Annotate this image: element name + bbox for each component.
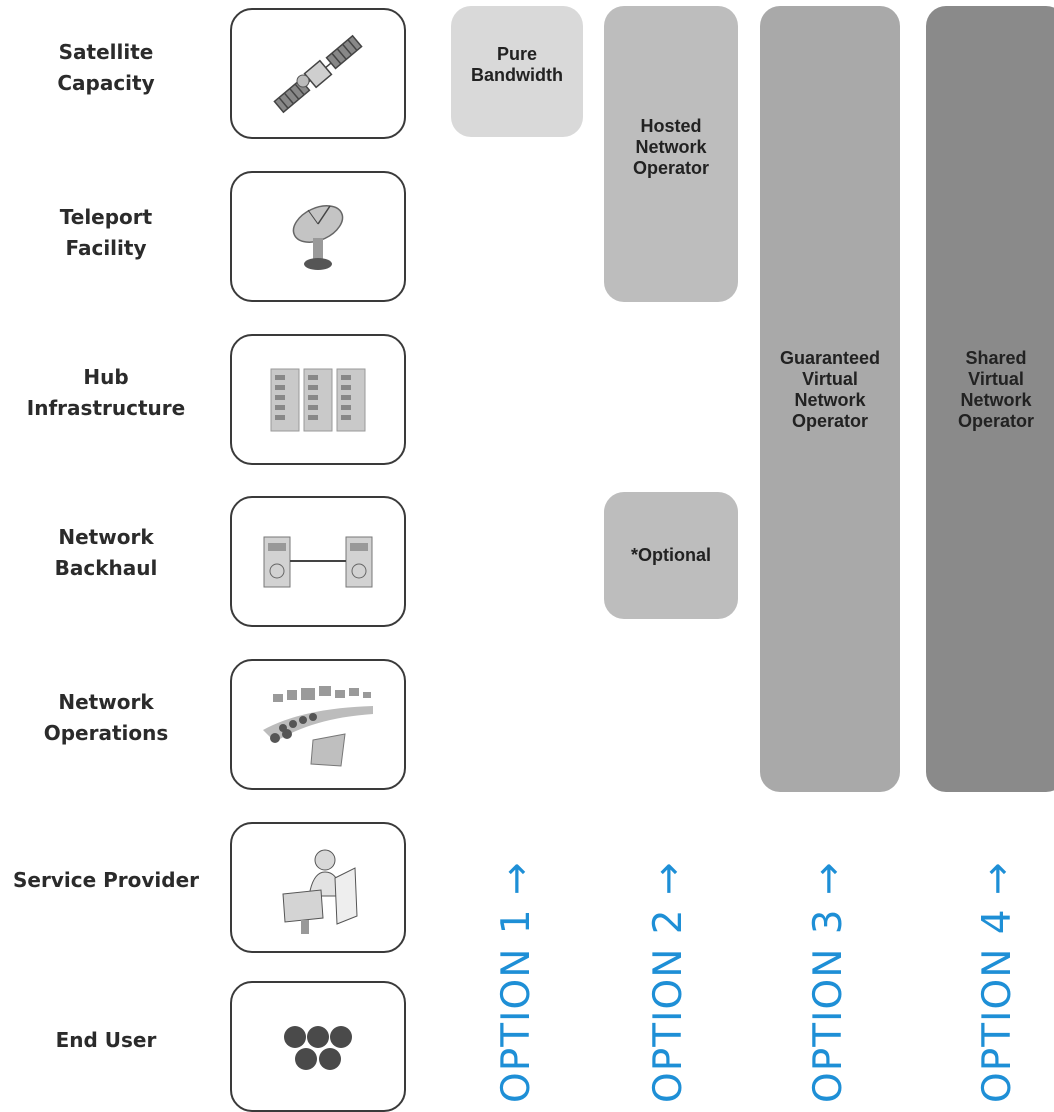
operator-workstation-icon-box xyxy=(230,822,406,953)
guaranteed-virtual-network-operator-block: Guaranteed Virtual Network Operator xyxy=(760,6,900,792)
row-label-satellite-capacity: Satellite Capacity xyxy=(57,40,155,95)
option-2-label: OPTION 2 → xyxy=(646,861,691,1103)
optional-block: *Optional xyxy=(604,492,738,619)
row-label-network-operations: Network Operations xyxy=(43,690,169,745)
pure-bandwidth-block: Pure Bandwidth xyxy=(451,6,583,137)
shared-virtual-network-operator-block: Shared Virtual Network Operator xyxy=(926,6,1054,792)
option-4-label-wrap: OPTION 4 → xyxy=(975,803,1035,1103)
option-1-label-wrap: OPTION 1 → xyxy=(494,803,554,1103)
users-icon-box xyxy=(230,981,406,1112)
option-2-label-wrap: OPTION 2 → xyxy=(646,803,706,1103)
row-label-network-backhaul: Network Backhaul xyxy=(54,525,158,580)
option-4-label: OPTION 4 → xyxy=(975,861,1020,1103)
option-1-label: OPTION 1 → xyxy=(494,861,539,1103)
satellite-icon-box xyxy=(230,8,406,139)
server-racks-icon-box xyxy=(230,334,406,465)
network-link-icon-box xyxy=(230,496,406,627)
users-icon xyxy=(284,1025,352,1070)
satellite-dish-icon xyxy=(292,204,344,270)
row-label-service-provider: Service Provider xyxy=(12,868,199,892)
server-racks-icon xyxy=(270,368,366,431)
network-link-icon xyxy=(263,536,373,587)
row-label-end-user: End User xyxy=(55,1028,157,1052)
hosted-network-operator-block: Hosted Network Operator xyxy=(604,6,738,302)
satellite-icon xyxy=(273,34,363,113)
operator-workstation-icon xyxy=(282,849,358,934)
network-operations-icon-box xyxy=(230,659,406,790)
row-label-hub-infrastructure: Hub Infrastructure xyxy=(26,365,186,420)
row-label-teleport-facility: Teleport Facility xyxy=(59,205,153,260)
option-3-label-wrap: OPTION 3 → xyxy=(806,803,866,1103)
option-3-label: OPTION 3 → xyxy=(806,861,851,1103)
network-operations-icon xyxy=(263,685,373,767)
satellite-dish-icon-box xyxy=(230,171,406,302)
